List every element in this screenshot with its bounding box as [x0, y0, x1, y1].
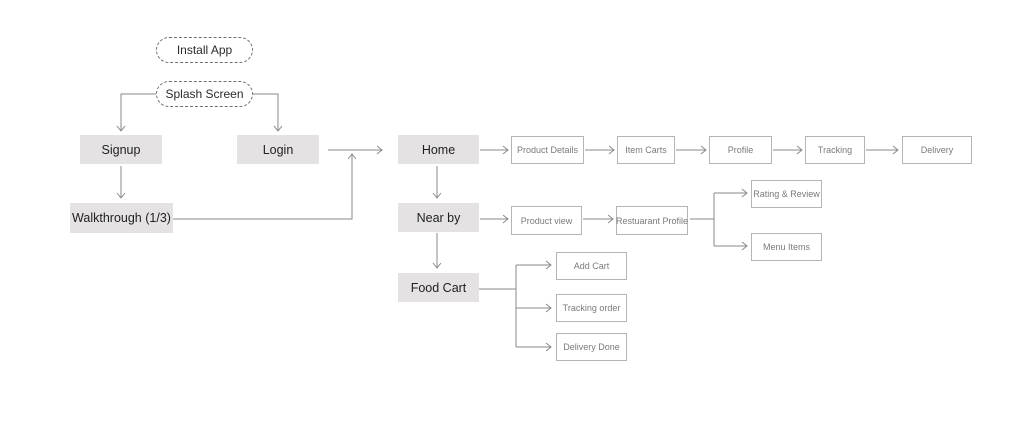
arrowhead	[796, 145, 803, 155]
connector-walkthrough-up	[173, 155, 353, 220]
arrowhead	[116, 125, 126, 132]
login-node: Login	[237, 135, 319, 164]
item-carts-node: Item Carts	[617, 136, 675, 164]
delivery-done-node: Delivery Done	[556, 333, 627, 361]
delivery-node: Delivery	[902, 136, 972, 164]
arrowhead	[502, 145, 509, 155]
arrowhead	[700, 145, 707, 155]
home-node: Home	[398, 135, 479, 164]
arrowhead	[376, 145, 383, 155]
arrowhead	[545, 342, 552, 352]
arrowhead	[347, 153, 357, 160]
splash-screen-node: Splash Screen	[156, 81, 253, 107]
menu-items-node: Menu Items	[751, 233, 822, 261]
arrowhead	[545, 260, 552, 270]
food-cart-node: Food Cart	[398, 273, 479, 302]
connector-splash-login	[252, 93, 279, 130]
walkthrough-node: Walkthrough (1/3)	[70, 203, 173, 233]
install-app-node: Install App	[156, 37, 253, 63]
arrowhead	[273, 125, 283, 132]
add-cart-node: Add Cart	[556, 252, 627, 280]
arrowhead	[116, 192, 126, 199]
arrowhead	[432, 262, 442, 269]
product-view-node: Product view	[511, 206, 582, 235]
connector-splash-signup	[120, 93, 156, 130]
tracking-order-node: Tracking order	[556, 294, 627, 322]
arrowhead	[545, 303, 552, 313]
tracking-node: Tracking	[805, 136, 865, 164]
arrowhead	[502, 214, 509, 224]
arrowhead	[741, 241, 748, 251]
restaurant-profile-node: Restuarant Profile	[616, 206, 688, 235]
arrowhead	[741, 188, 748, 198]
product-details-node: Product Details	[511, 136, 584, 164]
near-by-node: Near by	[398, 203, 479, 232]
arrowhead	[432, 192, 442, 199]
arrowhead	[608, 145, 615, 155]
arrowhead	[892, 145, 899, 155]
rating-review-node: Rating & Review	[751, 180, 822, 208]
profile-node: Profile	[709, 136, 772, 164]
signup-node: Signup	[80, 135, 162, 164]
arrowhead	[607, 214, 614, 224]
